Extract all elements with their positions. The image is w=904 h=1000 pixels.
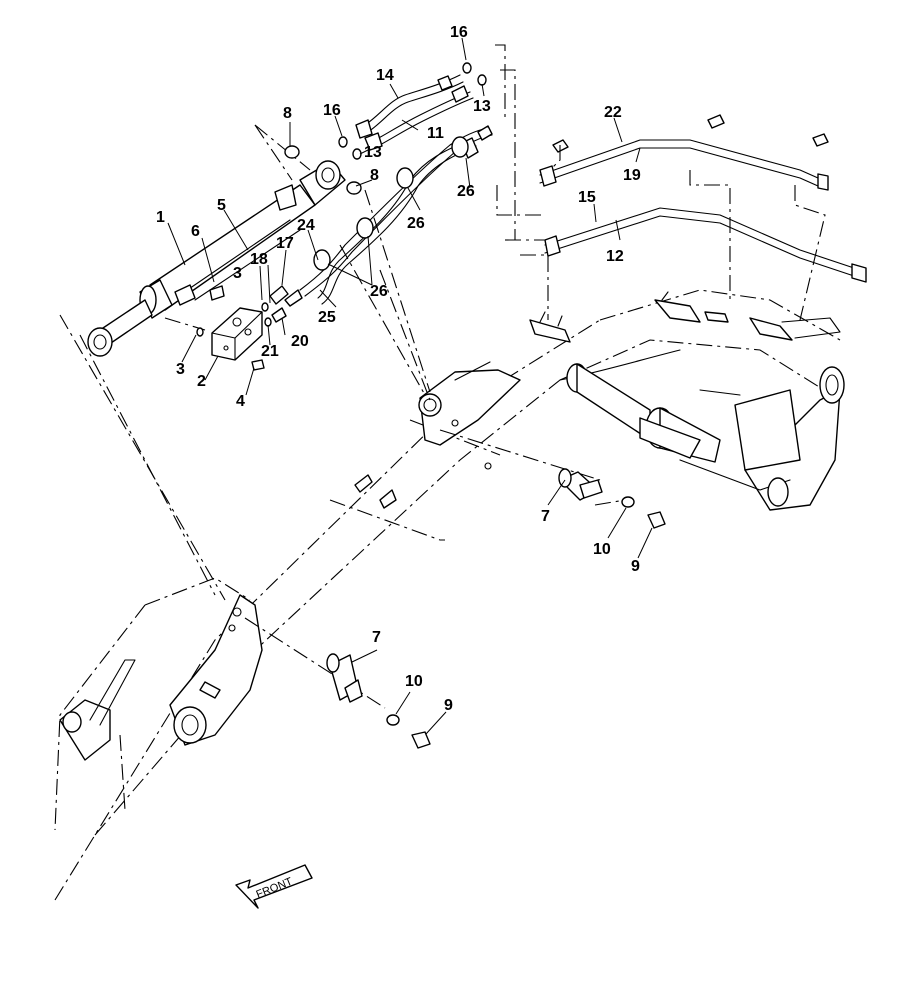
callout-2: 2 [197, 373, 206, 390]
boom-cylinder [87, 160, 346, 357]
callout-3: 3 [176, 361, 185, 378]
callout-10: 10 [405, 673, 423, 690]
front-direction-arrow: FRONT [235, 864, 313, 909]
callout-26: 26 [407, 215, 425, 232]
callout-12: 12 [606, 248, 624, 265]
assembly-leaders [59, 44, 826, 709]
callout-1: 1 [156, 209, 165, 226]
boom-pivot-pin [566, 363, 721, 463]
callout-24: 24 [297, 217, 315, 234]
callout-11: 11 [427, 125, 444, 142]
callout-8: 8 [370, 167, 379, 184]
callout-21: 21 [261, 343, 279, 360]
callout-9: 9 [444, 697, 453, 714]
right-hose-clamps [529, 114, 841, 343]
callout-10: 10 [593, 541, 611, 558]
callout-16: 16 [450, 24, 468, 41]
boom-long-pipes [539, 139, 867, 283]
callout-15: 15 [578, 189, 596, 206]
boom-top-bracket [418, 361, 521, 446]
callout-13: 13 [473, 98, 491, 115]
callout-8: 8 [283, 105, 292, 122]
callout-19: 19 [623, 167, 641, 184]
pin-assembly-lower [326, 653, 431, 749]
callout-25: 25 [318, 309, 336, 326]
callout-22: 22 [604, 104, 622, 121]
callout-20: 20 [291, 333, 309, 350]
callout-5: 5 [217, 197, 226, 214]
boom-foot-bracket [59, 594, 263, 761]
callout-4: 4 [236, 393, 245, 410]
callout-7: 7 [372, 629, 381, 646]
callout-6: 6 [191, 223, 200, 240]
callout-17: 17 [276, 235, 294, 252]
callout-18: 18 [250, 251, 268, 268]
callout-9: 9 [631, 558, 640, 575]
callout-16: 16 [323, 102, 341, 119]
callout-14: 14 [376, 67, 394, 84]
pin-assembly-upper [558, 468, 666, 529]
boom-clips [354, 462, 492, 509]
valve-block [211, 307, 263, 361]
callout-7: 7 [541, 508, 550, 525]
callout-leaders [167, 37, 653, 735]
small-fittings [196, 285, 303, 371]
boom-foot-right [559, 349, 845, 511]
callout-3: 3 [233, 265, 242, 282]
callout-labels: 1 2 3 3 4 5 6 7 7 8 8 9 9 10 10 11 12 13… [156, 24, 641, 714]
callout-13: 13 [364, 144, 382, 161]
callout-26: 26 [457, 183, 475, 200]
callout-26: 26 [370, 283, 388, 300]
